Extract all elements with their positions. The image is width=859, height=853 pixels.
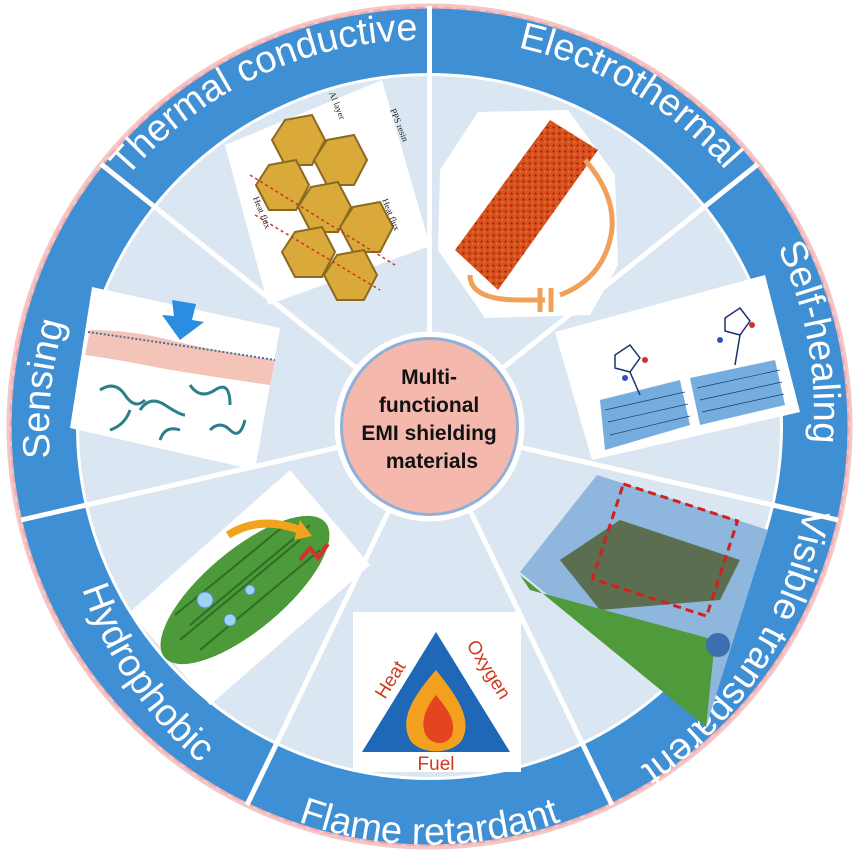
sensing-image [70, 287, 280, 470]
center-line-3: EMI shielding [361, 422, 496, 445]
self-healing-image [555, 275, 800, 460]
visible-transparent-image [520, 475, 768, 727]
flame-retardant-image: Heat Oxygen Fuel [353, 612, 521, 775]
fire-triangle-fuel: Fuel [418, 754, 455, 775]
electrothermal-image [438, 110, 618, 318]
center-line-2: functional [379, 394, 479, 417]
center-line-4: materials [386, 450, 478, 473]
center-line-1: Multi- [401, 366, 457, 389]
thermal-conductive-image: Al layer PPS resin Heat flux Heat flux [225, 80, 430, 305]
dashed-ring [9, 6, 850, 847]
center-title: Multi- functional EMI shielding material… [361, 366, 502, 473]
hydrophobic-image [130, 470, 370, 705]
center-circle [340, 337, 519, 516]
